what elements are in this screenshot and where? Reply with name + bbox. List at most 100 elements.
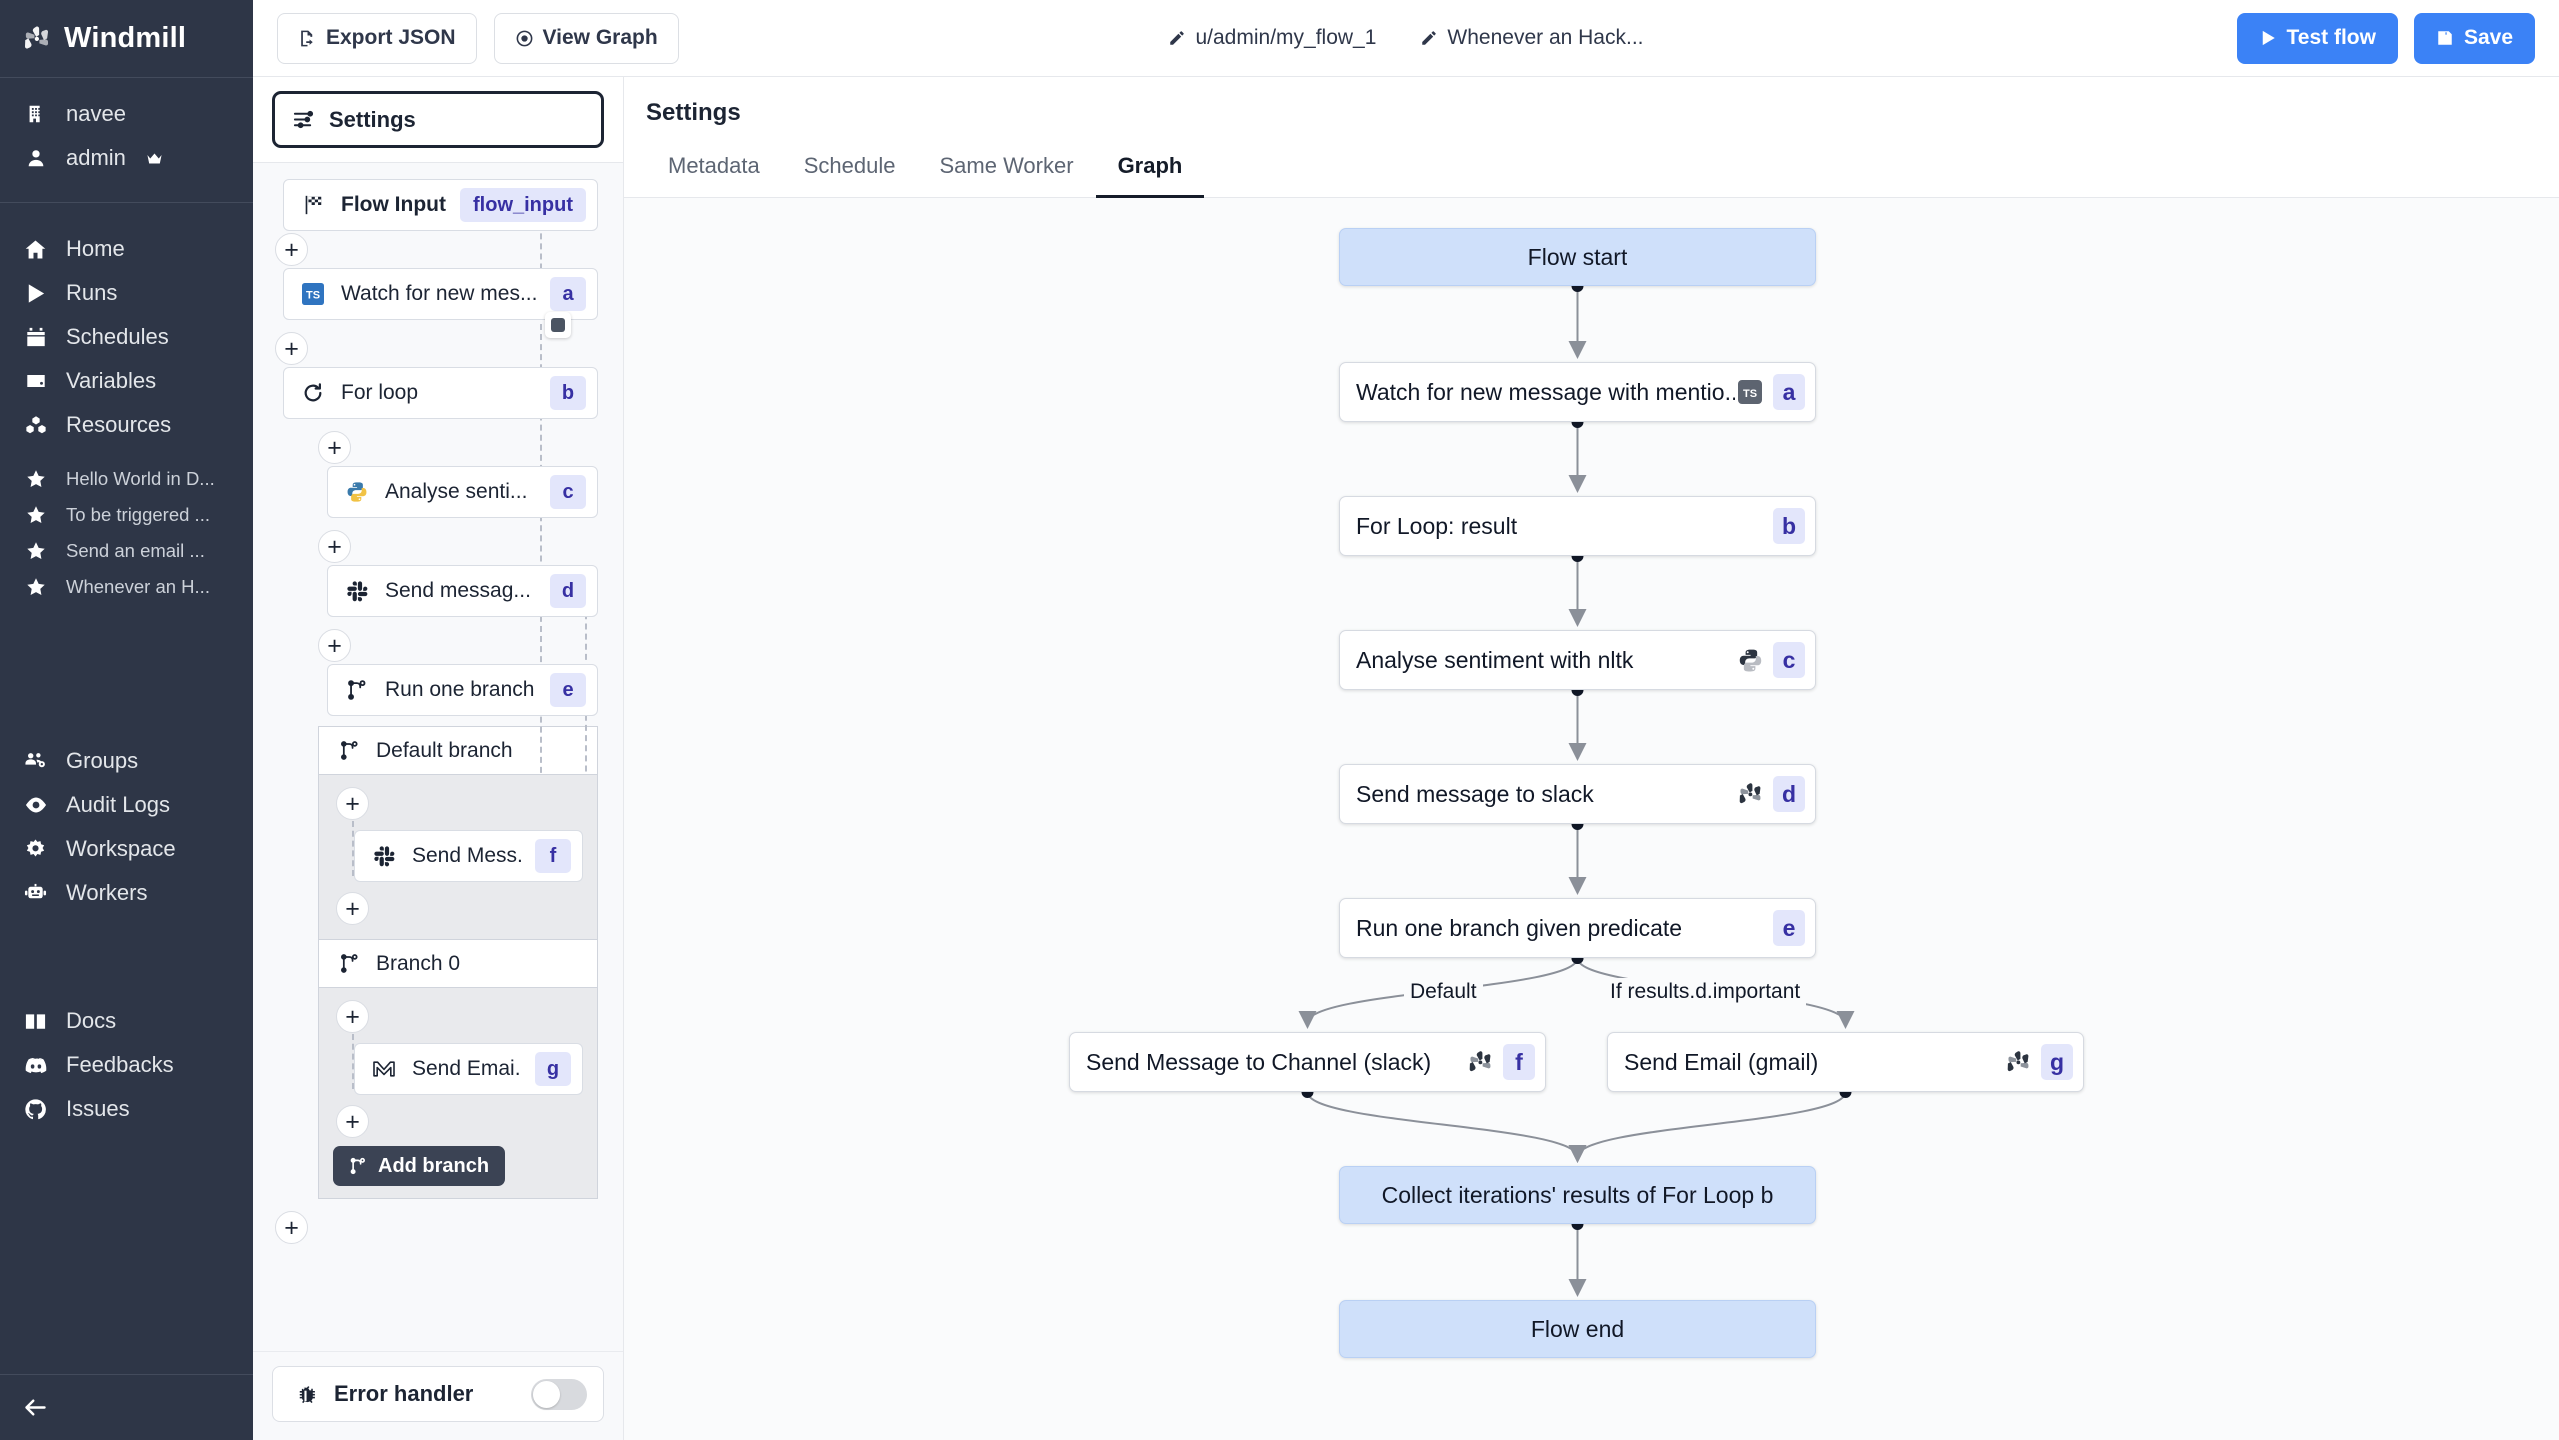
branch-icon [334,953,364,974]
sidebar-item-resources[interactable]: Resources [0,403,253,447]
user-menu[interactable]: admin [0,136,253,180]
step-row-b: For loop b [253,367,623,419]
settings-button[interactable]: Settings [272,91,604,148]
step-node-b[interactable]: For loop b [283,367,598,419]
sidebar-item-runs[interactable]: Runs [0,271,253,315]
step-label: Send Mess... [412,844,522,867]
graph-node-g[interactable]: Send Email (gmail)g [1607,1032,2084,1092]
sidebar-item-label: Resources [66,412,172,437]
windmill-icon [1465,1049,1495,1076]
error-handler-toggle[interactable] [531,1378,587,1410]
brand[interactable]: Windmill [0,0,253,78]
add-branch-step-0[interactable]: + [319,785,597,822]
flow-input-label: Flow Input [341,193,446,216]
tab-graph[interactable]: Graph [1095,145,1205,198]
save-button[interactable]: Save [2413,12,2535,64]
graph-node-f[interactable]: Send Message to Channel (slack)f [1069,1032,1546,1092]
sidebar-item-label: Whenever an H... [66,576,210,597]
sidebar-item-feedbacks[interactable]: Feedbacks [0,1043,253,1087]
sidebar-item-variables[interactable]: Variables [0,359,253,403]
graph-node-tag: c [1773,642,1805,678]
sidebar-item-home[interactable]: Home [0,227,253,271]
gmail-icon [369,1059,399,1079]
sidebar-item-label: Variables [66,368,157,393]
sidebar-item-workers[interactable]: Workers [0,871,253,915]
step-node-a[interactable]: TS Watch for new mes... a [283,268,598,320]
sidebar-item-favorite-3[interactable]: Whenever an H... [0,569,253,605]
sidebar-item-audit-logs[interactable]: Audit Logs [0,783,253,827]
branch-default-header[interactable]: Default branch [319,727,597,775]
error-handler-label: Error handler [334,1381,474,1406]
export-json-button[interactable]: Export JSON [277,12,477,64]
sidebar-item-schedules[interactable]: Schedules [0,315,253,359]
slack-icon [369,845,399,868]
add-loop-step-2[interactable]: + [253,627,623,664]
star-icon [22,468,49,490]
tab-schedule[interactable]: Schedule [803,153,896,178]
cubes-icon [22,414,49,436]
graph-node-tag: e [1773,910,1805,946]
flow-input-node[interactable]: Flow Input flow_input [283,179,598,231]
play-icon [22,282,49,305]
branch-icon [342,679,372,701]
sidebar-item-favorite-1[interactable]: To be triggered ... [0,497,253,533]
step-node-d[interactable]: Send messag... d [327,565,598,617]
step-label: Send Emai... [412,1057,522,1080]
step-node-e[interactable]: Run one branch e [327,664,598,716]
branches-container: Default branch + [318,726,598,1199]
graph-node-end[interactable]: Flow end [1339,1300,1816,1358]
add-step-button-2[interactable]: + [253,1209,623,1246]
arrow-left-icon [22,1394,49,1421]
sidebar-item-docs[interactable]: Docs [0,999,253,1043]
add-branch0-step-0[interactable]: + [319,998,597,1035]
add-loop-step-1[interactable]: + [253,528,623,565]
loop-step-row-c: Analyse senti... c [253,466,623,518]
save-label: Save [2463,26,2513,49]
flag-icon [298,194,328,216]
tab-metadata[interactable]: Metadata [668,153,760,178]
graph-node-label: Watch for new message with mentio... [1356,378,1735,405]
branch-0-header[interactable]: Branch 0 [319,940,597,988]
collapse-sidebar-button[interactable] [0,1374,253,1440]
flow-path-editor[interactable]: u/admin/my_flow_1 [1168,26,1376,50]
step-node-c[interactable]: Analyse senti... c [327,466,598,518]
sidebar-item-issues[interactable]: Issues [0,1087,253,1131]
admin-nav: Groups Audit Logs Worksp [0,723,253,915]
sidebar-item-favorite-0[interactable]: Hello World in D... [0,461,253,497]
step-node-f[interactable]: Send Mess... f [354,830,583,882]
graph-node-tag: a [1773,374,1805,410]
play-icon [2259,29,2277,47]
settings-button-label: Settings [329,106,416,132]
flow-summary-editor[interactable]: Whenever an Hack... [1420,26,1644,50]
python-icon [1735,648,1765,673]
add-step-button-1[interactable]: + [253,330,623,367]
graph-node-start[interactable]: Flow start [1339,228,1816,286]
graph-node-label: Send Email (gmail) [1624,1048,1819,1075]
sidebar-item-favorite-2[interactable]: Send an email ... [0,533,253,569]
step-label: Run one branch [385,678,535,701]
sidebar-item-groups[interactable]: Groups [0,739,253,783]
add-branch-button[interactable]: Add branch [333,1146,506,1186]
branch-rail [352,821,354,876]
sidebar-item-workspace[interactable]: Workspace [0,827,253,871]
add-step-button-0[interactable]: + [253,231,623,268]
tab-same-worker[interactable]: Same Worker [939,153,1074,178]
test-flow-button[interactable]: Test flow [2236,12,2398,64]
add-loop-step-0[interactable]: + [253,429,623,466]
add-branch-step-1[interactable]: + [319,890,597,927]
step-stop-handle[interactable] [545,312,571,338]
workspace-selector[interactable]: navee [0,92,253,136]
step-node-g[interactable]: Send Emai... g [354,1043,583,1095]
add-branch0-step-1[interactable]: + [319,1103,597,1140]
view-graph-button[interactable]: View Graph [493,12,679,64]
graph-node-collect[interactable]: Collect iterations' results of For Loop … [1339,1166,1816,1224]
wallet-icon [22,370,49,392]
python-icon [342,481,372,503]
home-icon [22,238,49,261]
